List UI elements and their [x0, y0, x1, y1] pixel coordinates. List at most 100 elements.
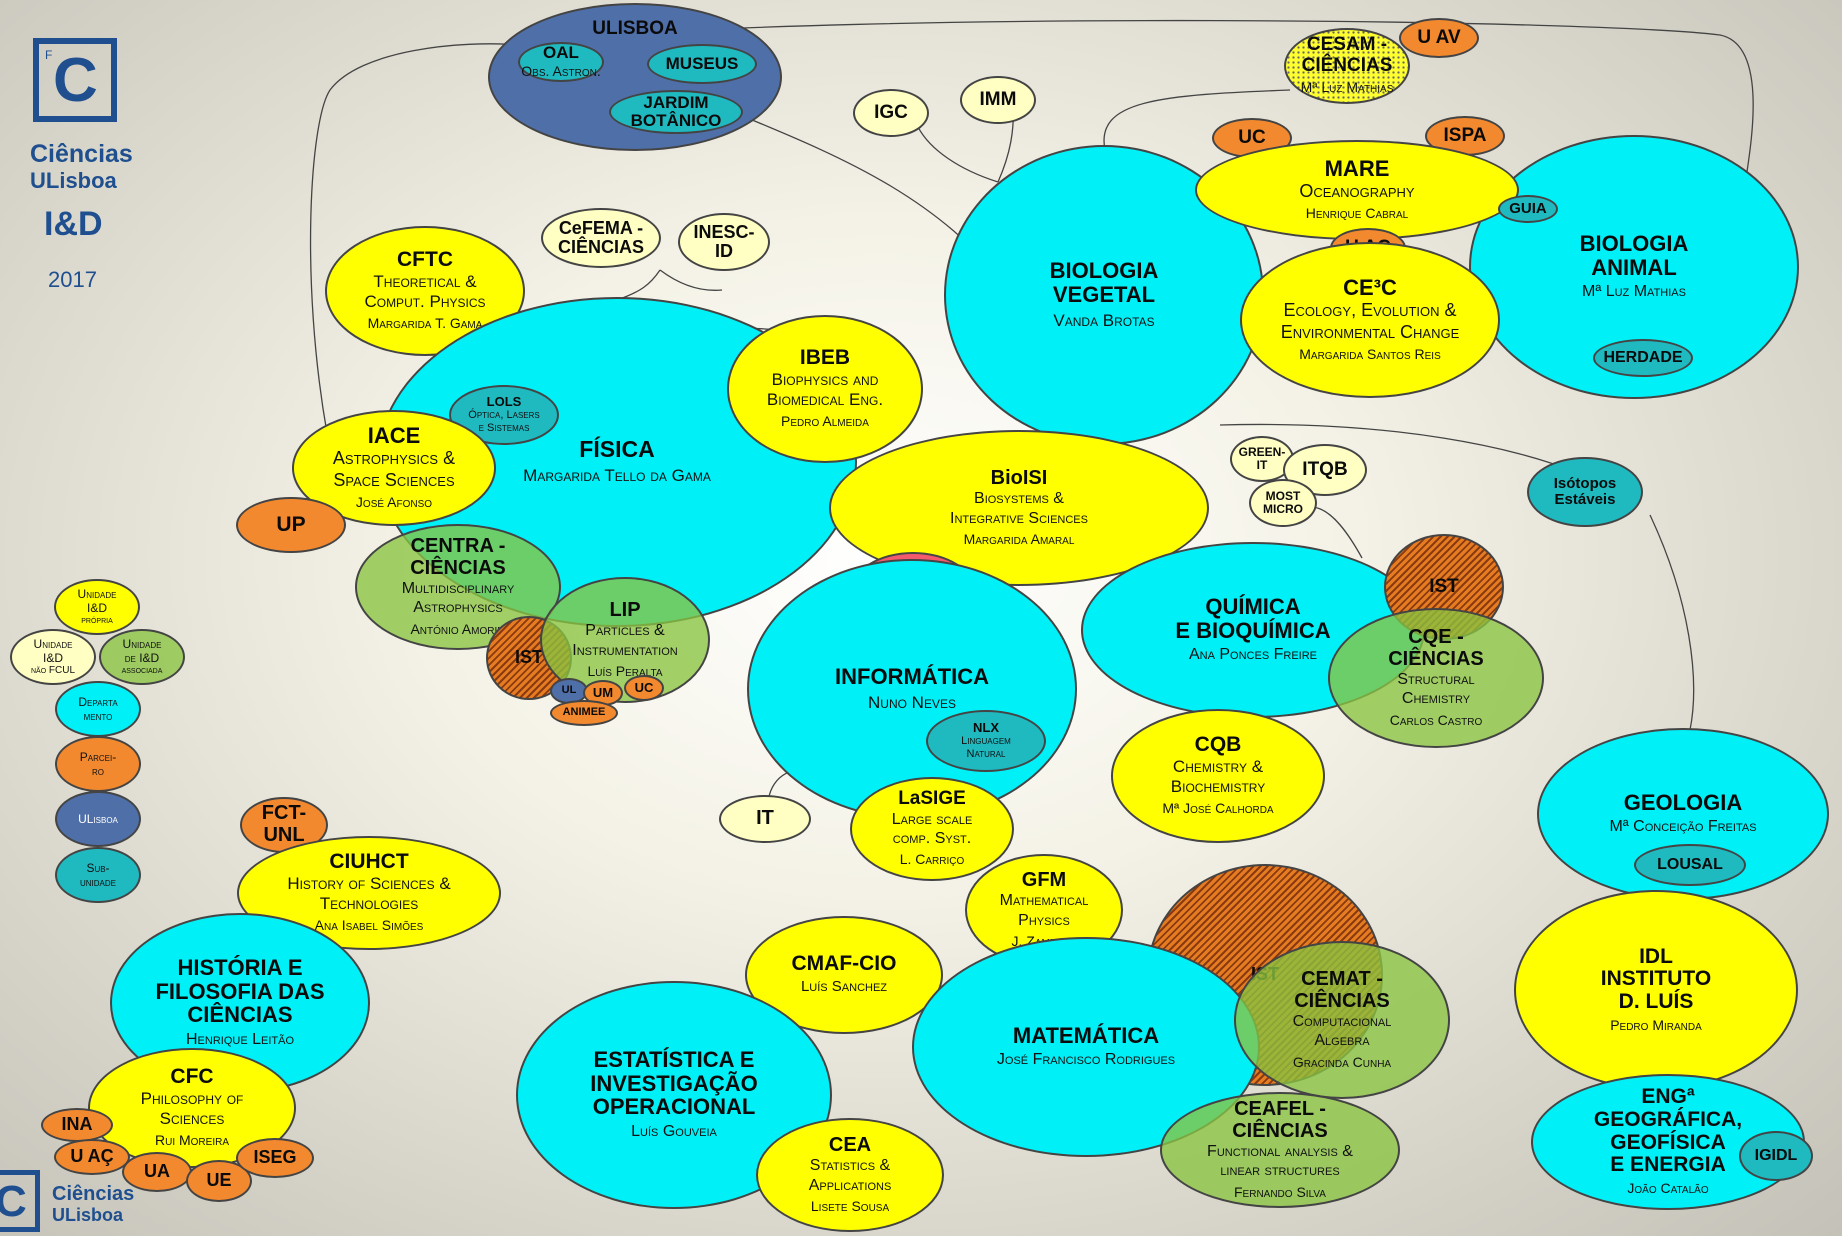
unit-leader: José Afonso	[355, 494, 433, 511]
unit-leader: José Francisco Rodrigues	[996, 1051, 1176, 1069]
unit-subtitle: Natural	[966, 748, 1006, 761]
connector-line	[309, 43, 521, 434]
unit-subtitle: Theoretical &	[373, 271, 477, 291]
unit-name: UC	[1238, 126, 1266, 148]
unit-name: LOLS	[486, 393, 522, 409]
unit-node-igidl: IGIDL	[1739, 1131, 1813, 1181]
unit-name: UC	[634, 679, 654, 695]
unit-leader: Luís Sanchez	[800, 978, 888, 996]
unit-leader: Pedro Miranda	[1610, 1016, 1702, 1033]
unit-subtitle: Statistics &	[809, 1157, 891, 1175]
unit-name: CeFEMA -CIÊNCIAS	[557, 217, 644, 257]
unit-name: ITQB	[1302, 458, 1348, 480]
legend-label: Unidade	[77, 586, 117, 601]
brand-line1: Ciências	[30, 140, 133, 168]
unit-subtitle: Astrophysics	[413, 599, 503, 617]
unit-name: MARE	[1324, 156, 1390, 182]
unit-subtitle: Environmental Change	[1280, 321, 1460, 342]
unit-leader: Nuno Neves	[868, 692, 956, 712]
unit-node-igc: IGC	[853, 89, 929, 137]
unit-leader: Pedro Almeida	[781, 413, 869, 430]
unit-subtitle: Algebra	[1314, 1032, 1370, 1050]
unit-name: OAL	[543, 43, 579, 63]
unit-name: UP	[276, 512, 306, 536]
unit-subtitle: linear structures	[1220, 1162, 1340, 1180]
unit-subtitle: Multidisciplinary	[401, 580, 515, 598]
unit-subtitle: comp. Syst.	[892, 830, 972, 847]
unit-name: CQE -CIÊNCIAS	[1388, 625, 1484, 670]
legend-label: I&D	[42, 651, 63, 665]
unit-name: ISEG	[253, 1147, 297, 1168]
footer-brand-line2: ULisboa	[52, 1205, 124, 1225]
connector-line	[529, 19, 1754, 186]
unit-subtitle: Comput. Physics	[364, 292, 486, 312]
unit-name: MUSEUS	[665, 53, 739, 73]
legend-label: unidade	[79, 875, 116, 889]
unit-name: INA	[61, 1114, 93, 1135]
unit-name: GFM	[1021, 868, 1067, 891]
unit-name: CE³C	[1343, 275, 1397, 301]
unit-node-cefema: CeFEMA -CIÊNCIAS	[541, 208, 661, 268]
unit-node-uc_small: UC	[624, 675, 664, 701]
unit-leader: Margarida T. Gama	[367, 315, 483, 332]
unit-name: GUIA	[1509, 199, 1547, 217]
unit-subtitle: e Sistemas	[478, 422, 530, 435]
unit-leader: Fernando Silva	[1234, 1183, 1326, 1200]
unit-leader: Vanda Brotas	[1053, 310, 1155, 330]
unit-name: FÍSICA	[579, 436, 655, 463]
unit-subtitle: Linguagem	[961, 734, 1011, 747]
unit-subtitle: Instrumentation	[572, 641, 678, 659]
unit-subtitle: Physics	[1018, 911, 1070, 929]
unit-name: IT	[756, 807, 774, 830]
unit-subtitle: Obs. Astron.	[521, 62, 601, 79]
unit-name: UA	[144, 1161, 170, 1182]
unit-name: IST	[1429, 575, 1459, 597]
unit-node-museus: MUSEUS	[647, 44, 757, 84]
unit-name: NLX	[973, 719, 999, 735]
unit-name: IGC	[874, 101, 908, 123]
legend-label: ULisboa	[78, 811, 118, 826]
connector-line	[917, 126, 999, 183]
unit-leader: João Catalão	[1627, 1180, 1709, 1197]
unit-subtitle: Computacional	[1292, 1013, 1392, 1031]
legend-label: ro	[92, 764, 104, 778]
unit-leader: Margarida Amaral	[963, 530, 1075, 547]
unit-name: IGIDL	[1754, 1147, 1798, 1165]
unit-leader: Mª Luz Mathias	[1582, 283, 1686, 301]
legend-item: Sub-unidade	[55, 847, 141, 903]
unit-name: CQB	[1194, 733, 1242, 757]
unit-subtitle: Technologies	[319, 894, 419, 914]
connector-line	[1219, 423, 1571, 471]
unit-subtitle: History of Sciences &	[287, 873, 451, 893]
legend-label: Unidade	[122, 636, 162, 651]
unit-node-itqb: ITQB	[1283, 444, 1367, 496]
year-label: 2017	[48, 267, 97, 292]
legend-label: mento	[83, 709, 113, 723]
unit-subtitle: Mathematical	[999, 892, 1089, 910]
legend-item: Parcei-ro	[55, 736, 141, 792]
unit-subtitle: Structural	[1397, 671, 1475, 689]
legend-label: própria	[81, 615, 113, 627]
unit-leader: Carlos Castro	[1389, 711, 1483, 728]
unit-node-uav: U AV	[1399, 18, 1479, 58]
unit-node-inesc: INESC-ID	[678, 213, 770, 271]
logo-letter: C	[53, 46, 98, 115]
unit-name: IST	[514, 647, 543, 668]
unit-name: FCT-UNL	[261, 802, 307, 846]
unit-node-it: IT	[719, 795, 811, 843]
